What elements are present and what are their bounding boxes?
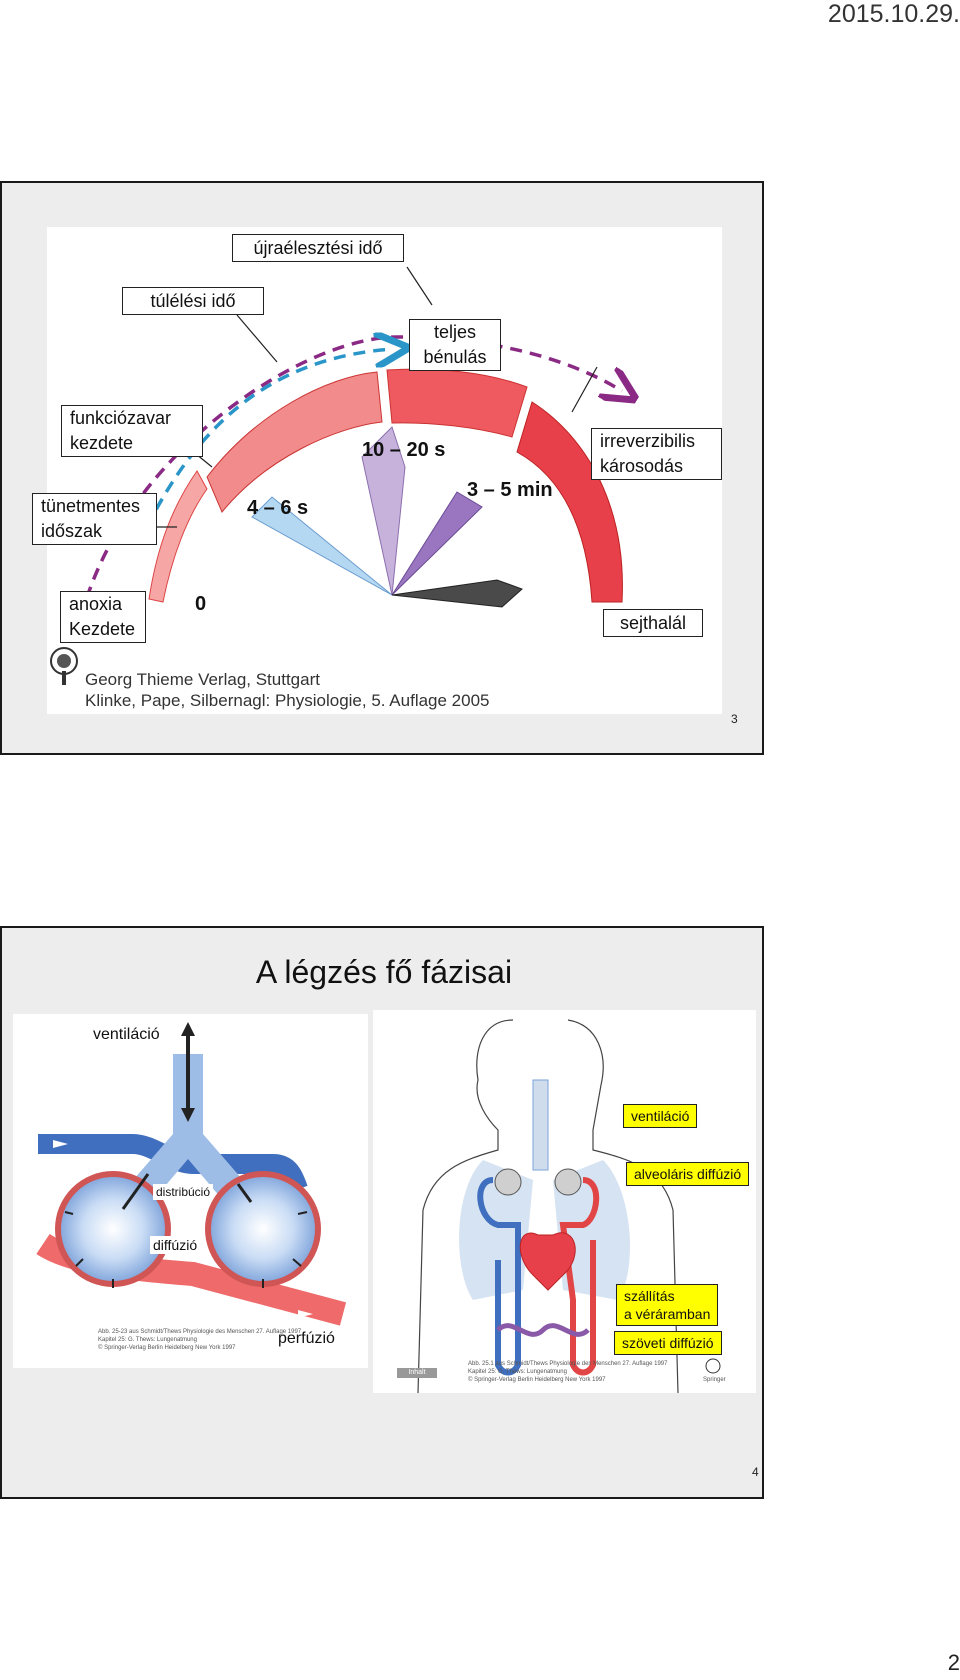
fan-bar-grey bbox=[391, 579, 523, 608]
irreversible-damage-label: irreverzibilis károsodás bbox=[591, 428, 722, 480]
capillary-bed bbox=[496, 1323, 590, 1337]
springer-label: Springer bbox=[703, 1377, 726, 1383]
trachea bbox=[108, 1054, 268, 1224]
header-date: 2015.10.29. bbox=[827, 0, 960, 28]
distribution-arrow-right bbox=[236, 1183, 253, 1203]
circulation-diagram bbox=[417, 1019, 721, 1393]
arc-segment-0 bbox=[148, 470, 208, 603]
fan-bar-purple bbox=[391, 491, 483, 596]
survival-time-label: túlélési idő bbox=[122, 287, 264, 315]
leader-line-irreversible bbox=[571, 366, 598, 413]
ventilation-highlight: ventiláció bbox=[623, 1104, 698, 1128]
left-credit-line1: Abb. 25-23 aus Schmidt/Thews Physiologie… bbox=[98, 1329, 302, 1335]
slide-number: 4 bbox=[752, 1465, 759, 1479]
springer-logo bbox=[705, 1358, 721, 1374]
figure-credit: Georg Thieme Verlag, Stuttgart Klinke, P… bbox=[85, 669, 490, 711]
alveoli-diagram bbox=[36, 1022, 347, 1326]
arc-segment-3 bbox=[516, 401, 623, 603]
circulation-figure: ventiláció alveoláris diffúzió szállítás… bbox=[373, 1010, 756, 1393]
slide-title: A légzés fő fázisai bbox=[255, 954, 513, 990]
diffusion-label: diffúzió bbox=[150, 1236, 201, 1254]
alveolus-right bbox=[205, 1171, 321, 1287]
right-credit-line3: © Springer-Verlag Berlin Heidelberg New … bbox=[468, 1377, 606, 1383]
anoxia-figure: újraélesztési idő túlélési idő teljes bé… bbox=[32, 227, 722, 714]
page-number: 2 bbox=[947, 1650, 960, 1675]
cell-death-label: sejthalál bbox=[603, 609, 703, 637]
distribution-label: distribúció bbox=[153, 1184, 214, 1200]
heart bbox=[519, 1232, 576, 1291]
irreversible-line1: irreverzibilis bbox=[600, 431, 696, 451]
time-10-20s: 10 – 20 s bbox=[362, 439, 446, 461]
dysfunction-line2: kezdete bbox=[70, 433, 134, 453]
publisher-logo bbox=[50, 647, 78, 685]
right-credit-line2: Kapitel 25: G. Thews: Lungenatmung bbox=[468, 1369, 567, 1375]
credit-line2: Klinke, Pape, Silbernagl: Physiologie, 5… bbox=[85, 691, 490, 710]
resuscitation-time-label: újraélesztési idő bbox=[232, 234, 404, 262]
blue-circuit bbox=[477, 1177, 521, 1376]
full-paralysis-line1: teljes bbox=[433, 322, 477, 342]
airway bbox=[532, 1079, 549, 1171]
full-paralysis-label: teljes bénulás bbox=[409, 319, 501, 371]
fan-bar-lilac bbox=[361, 426, 406, 596]
ventilation-label: ventiláció bbox=[93, 1026, 160, 1043]
slide-number: 3 bbox=[731, 712, 738, 726]
left-credit-line3: © Springer-Verlag Berlin Heidelberg New … bbox=[98, 1345, 236, 1351]
slide-3: újraélesztési idő túlélési idő teljes bé… bbox=[0, 181, 764, 755]
survival-dashed-arrow bbox=[75, 335, 622, 638]
leader-line-survival bbox=[236, 314, 278, 363]
left-figure-credit: Abb. 25-23 aus Schmidt/Thews Physiologie… bbox=[98, 1328, 301, 1352]
anoxia-line2: Kezdete bbox=[69, 619, 136, 639]
inhalt-button[interactable]: Inhalt bbox=[397, 1368, 437, 1378]
arc-segment-1 bbox=[206, 371, 383, 513]
transport-line2: a véráramban bbox=[624, 1306, 711, 1322]
arc-segment-2 bbox=[386, 368, 528, 438]
lung-right bbox=[553, 1160, 630, 1300]
left-credit-line2: Kapitel 25: G. Thews: Lungenatmung bbox=[98, 1337, 197, 1343]
time-4-6s: 4 – 6 s bbox=[247, 497, 309, 519]
alveoli-figure: ventiláció distribúció diffúzió perfúzió… bbox=[13, 1014, 368, 1368]
anoxia-onset-label: anoxia Kezdete bbox=[60, 591, 146, 643]
perfusion-label: perfúzió bbox=[278, 1330, 335, 1347]
symptomfree-line1: tünetmentes bbox=[41, 496, 141, 516]
credit-line1: Georg Thieme Verlag, Stuttgart bbox=[85, 670, 320, 689]
fan-bar-blue bbox=[251, 496, 393, 596]
right-figure-credit: Abb. 25.1 aus Schmidt/Thews Physiologie … bbox=[468, 1360, 667, 1384]
leader-line-resuscitation bbox=[406, 266, 433, 306]
irreversible-line2: károsodás bbox=[600, 456, 684, 476]
tissue-diffusion-highlight: szöveti diffúzió bbox=[614, 1331, 722, 1355]
alveolus-left bbox=[55, 1171, 171, 1287]
transport-highlight: szállítás a véráramban bbox=[616, 1284, 719, 1326]
anoxia-line1: anoxia bbox=[69, 594, 123, 614]
time-0: 0 bbox=[195, 593, 207, 615]
symptomfree-line2: időszak bbox=[41, 521, 103, 541]
transport-line1: szállítás bbox=[624, 1288, 675, 1304]
dysfunction-onset-label: funkciózavar kezdete bbox=[61, 405, 203, 457]
alveolar-diffusion-highlight: alveoláris diffúzió bbox=[626, 1162, 750, 1186]
time-3-5min: 3 – 5 min bbox=[467, 479, 553, 501]
dysfunction-line1: funkciózavar bbox=[70, 408, 172, 428]
symptom-free-label: tünetmentes időszak bbox=[32, 493, 157, 545]
distribution-arrow bbox=[121, 1173, 150, 1210]
anoxia-diagram bbox=[50, 266, 722, 685]
right-credit-line1: Abb. 25.1 aus Schmidt/Thews Physiologie … bbox=[468, 1361, 668, 1367]
slide-4: A légzés fő fázisai bbox=[0, 926, 764, 1499]
full-paralysis-line2: bénulás bbox=[423, 347, 487, 367]
resuscitation-dashed-arrow bbox=[145, 349, 392, 528]
